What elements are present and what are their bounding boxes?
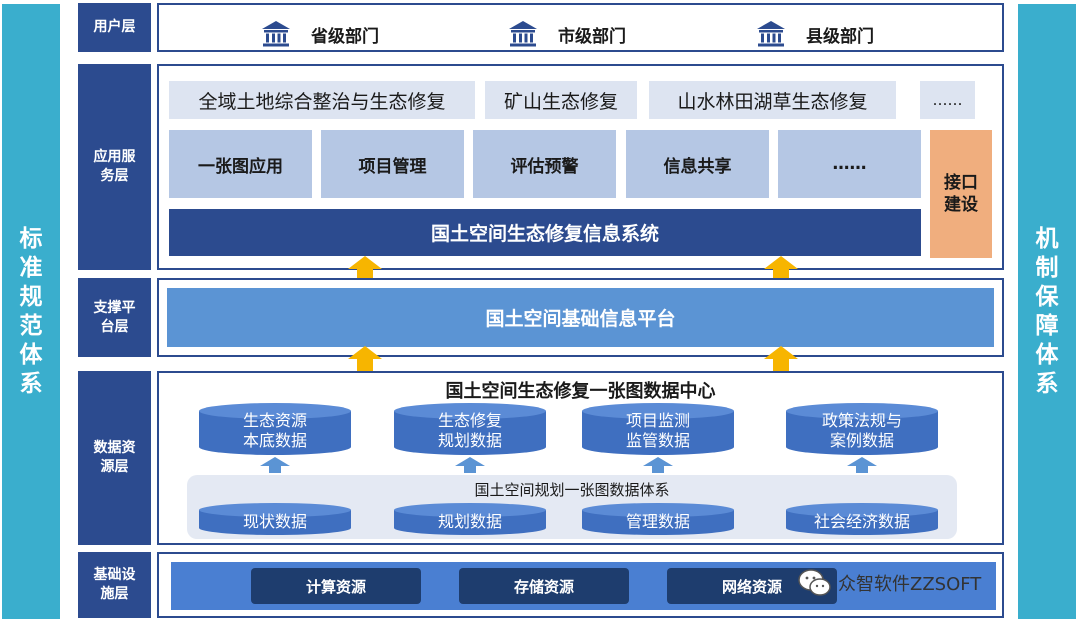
app-function-4: 信息共享 <box>626 130 769 198</box>
app-layer-label: 应用服务层 <box>78 64 151 270</box>
app-scenario-1: 全域土地综合整治与生态修复 <box>169 81 475 119</box>
planning-data-system-title: 国土空间规划一张图数据体系 <box>474 481 670 499</box>
db-cylinder: 规划数据 <box>394 503 546 535</box>
user-item-county: 县级部门 <box>756 19 874 49</box>
user-item-label: 市级部门 <box>558 26 626 47</box>
db-label-line1: 生态资源 <box>242 411 307 430</box>
compute-resource-box: 计算资源 <box>251 568 421 604</box>
watermark-text: 众智软件ZZSOFT <box>838 574 982 595</box>
db-label-line2: 监管数据 <box>625 431 690 450</box>
up-arrow-icon <box>455 457 485 473</box>
app-scenario-3: 山水林田湖草生态修复 <box>649 81 896 119</box>
up-arrow-icon <box>643 457 673 473</box>
db-label-line2: 规划数据 <box>437 431 502 450</box>
infra-layer-panel: 计算资源 存储资源 网络资源 <box>157 552 1004 618</box>
data-layer-label: 数据资源层 <box>78 371 151 545</box>
infra-layer-label-text: 基础设施层 <box>93 567 136 602</box>
db-label: 管理数据 <box>625 512 690 531</box>
user-layer-label-text: 用户层 <box>93 19 136 35</box>
standards-system-label: 标准规范体系 <box>19 225 43 397</box>
db-cylinder: 管理数据 <box>582 503 734 535</box>
db-label-line2: 本底数据 <box>242 431 307 450</box>
user-item-province: 省级部门 <box>261 19 379 49</box>
db-label: 现状数据 <box>242 512 307 531</box>
app-function-more: …… <box>778 130 921 198</box>
db-label-line1: 项目监测 <box>625 411 690 430</box>
user-item-label: 省级部门 <box>311 26 379 47</box>
user-item-label: 县级部门 <box>806 26 874 47</box>
standards-system-bar: 标准规范体系 <box>2 4 60 619</box>
db-cylinder: 生态修复 规划数据 <box>394 403 546 455</box>
db-cylinder: 生态资源 本底数据 <box>199 403 351 455</box>
data-layer-panel: 国土空间生态修复一张图数据中心 生态资源 本底数据 生态修复 规划数据 项目监测… <box>157 371 1004 545</box>
app-function-2: 项目管理 <box>321 130 464 198</box>
eco-restoration-system-bar: 国土空间生态修复信息系统 <box>169 209 921 256</box>
watermark: 众智软件ZZSOFT <box>798 568 981 598</box>
db-label: 规划数据 <box>437 512 502 531</box>
data-center-title: 国土空间生态修复一张图数据中心 <box>445 381 716 402</box>
db-label-line1: 生态修复 <box>437 411 502 430</box>
user-layer-panel: 省级部门 市级部门 县级部门 <box>157 3 1004 52</box>
data-layer-label-text: 数据资源层 <box>93 440 136 475</box>
storage-resource-box: 存储资源 <box>459 568 629 604</box>
wechat-icon <box>798 569 831 596</box>
db-cylinder: 项目监测 监管数据 <box>582 403 734 455</box>
app-layer-label-text: 应用服务层 <box>93 149 136 184</box>
up-arrow-icon <box>764 346 798 372</box>
interface-box: 接口建设 <box>930 130 992 258</box>
up-arrow-icon <box>847 457 877 473</box>
app-scenario-more: …… <box>920 81 975 119</box>
platform-layer-label-text: 支撑平台层 <box>93 299 136 335</box>
infra-bar: 计算资源 存储资源 网络资源 <box>171 562 996 610</box>
db-cylinder: 现状数据 <box>199 503 351 535</box>
db-label-line1: 政策法规与 <box>821 411 902 430</box>
mechanism-guarantee-label: 机制保障体系 <box>1035 225 1059 397</box>
mechanism-guarantee-bar: 机制保障体系 <box>1018 4 1076 619</box>
db-label-line2: 案例数据 <box>829 431 894 450</box>
app-scenario-2: 矿山生态修复 <box>485 81 637 119</box>
db-cylinder: 社会经济数据 <box>786 503 938 535</box>
user-item-city: 市级部门 <box>508 19 626 49</box>
up-arrow-icon <box>348 346 382 372</box>
platform-layer-label: 支撑平台层 <box>78 278 151 357</box>
interface-label: 接口建设 <box>944 173 978 215</box>
db-cylinder: 政策法规与 案例数据 <box>786 403 938 455</box>
user-layer-label: 用户层 <box>78 3 151 52</box>
government-building-icon <box>508 19 538 49</box>
app-function-3: 评估预警 <box>473 130 616 198</box>
government-building-icon <box>261 19 291 49</box>
government-building-icon <box>756 19 786 49</box>
platform-layer-panel: 国土空间基础信息平台 <box>157 278 1004 357</box>
app-function-1: 一张图应用 <box>169 130 312 198</box>
up-arrow-icon <box>260 457 290 473</box>
basic-info-platform-bar: 国土空间基础信息平台 <box>167 288 994 347</box>
app-layer-panel: 全域土地综合整治与生态修复 矿山生态修复 山水林田湖草生态修复 …… 一张图应用… <box>157 64 1004 270</box>
db-label: 社会经济数据 <box>813 512 910 531</box>
infra-layer-label: 基础设施层 <box>78 552 151 618</box>
